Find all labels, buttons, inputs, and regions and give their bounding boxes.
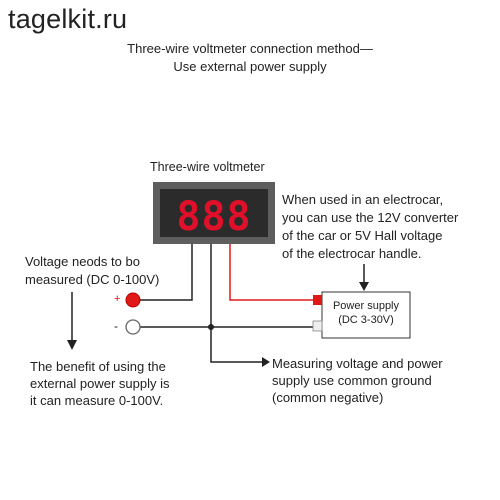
electrocar-note: When used in an electrocar, you can use … bbox=[282, 192, 459, 261]
voltmeter-screen bbox=[160, 189, 268, 237]
plus-sign-label: + bbox=[114, 293, 121, 305]
voltmeter-digits: 888 bbox=[176, 194, 251, 240]
power-supply-label: Power supply (DC 3-30V) bbox=[332, 300, 400, 326]
power-supply-box bbox=[321, 291, 411, 339]
voltmeter-label: Three-wire voltmeter bbox=[150, 160, 265, 174]
benefit-note: The benefit of using the external power … bbox=[30, 359, 170, 408]
electrocar-arrow-head bbox=[359, 282, 369, 291]
power-supply-plus-terminal bbox=[313, 295, 322, 305]
minus-sign-label: - bbox=[114, 319, 118, 333]
terminal-plus[interactable] bbox=[125, 292, 141, 308]
measured-voltage-label: Voltage neods to bo measured (DC 0-100V) bbox=[25, 254, 160, 287]
benefit-arrow-head bbox=[67, 340, 77, 350]
diagram-title: Three-wire voltmeter connection method— … bbox=[127, 41, 373, 74]
terminal-minus[interactable] bbox=[125, 319, 141, 335]
wire-signal bbox=[140, 244, 193, 301]
common-ground-note: Measuring voltage and power supply use c… bbox=[272, 356, 443, 405]
power-supply-minus-terminal bbox=[312, 320, 323, 332]
watermark-text: tagelkit.ru bbox=[8, 4, 128, 34]
wire-red-meter bbox=[229, 244, 313, 301]
ground-arrow-line bbox=[210, 327, 262, 363]
ground-arrow-head bbox=[262, 357, 270, 367]
